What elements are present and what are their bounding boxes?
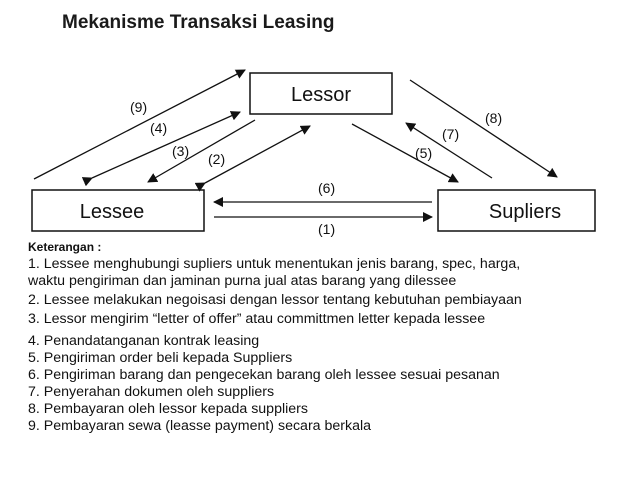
arrow-4 [81,111,241,187]
supliers-label: Supliers [489,201,561,223]
arrow-label-2: (2) [208,151,225,167]
arrow-5 [351,123,459,183]
legend-item: 1. Lessee menghubungi supliers untuk men… [28,256,521,272]
arrow-2 [194,125,311,192]
arrow-7 [405,122,493,179]
arrow-label-9: (9) [130,99,147,115]
lessee-box [31,189,205,232]
legend-item: 7. Penyerahan dokumen oleh suppliers [28,384,275,400]
arrow-label-6: (6) [318,180,335,196]
lessee-label: Lessee [80,201,145,223]
arrow-8 [409,79,558,178]
legend-item: 6. Pengiriman barang dan pengecekan bara… [28,367,500,383]
lessor-node: Lessor [249,72,393,115]
legend-item: 8. Pembayaran oleh lessor kepada supplie… [28,401,308,417]
lessee-node: Lessee [31,189,205,232]
arrow-label-7: (7) [442,126,459,142]
legend-item: 4. Penandatanganan kontrak leasing [28,333,260,349]
legend-item: 2. Lessee melakukan negoisasi dengan les… [28,292,522,308]
supliers-box [437,189,596,232]
legend-heading: Keterangan : [28,240,102,254]
arrow-label-1: (1) [318,221,335,237]
arrow-label-4: (4) [150,120,167,136]
lessor-label: Lessor [291,84,351,106]
legend-item: 5. Pengiriman order beli kepada Supplier… [28,350,293,366]
arrow-label-5: (5) [415,145,432,161]
arrow-label-8: (8) [485,110,502,126]
legend: Keterangan : 1. Lessee menghubungi supli… [28,240,628,435]
page-title: Mekanisme Transaksi Leasing [62,12,335,33]
supliers-node: Supliers [437,189,596,232]
lessor-box [249,72,393,115]
legend-item: 9. Pembayaran sewa (leasse payment) seca… [28,418,372,434]
legend-item: 3. Lessor mengirim “letter of offer” ata… [28,311,486,327]
legend-item: waktu pengiriman dan jaminan purna jual … [28,273,457,289]
arrow-label-3: (3) [172,143,189,159]
